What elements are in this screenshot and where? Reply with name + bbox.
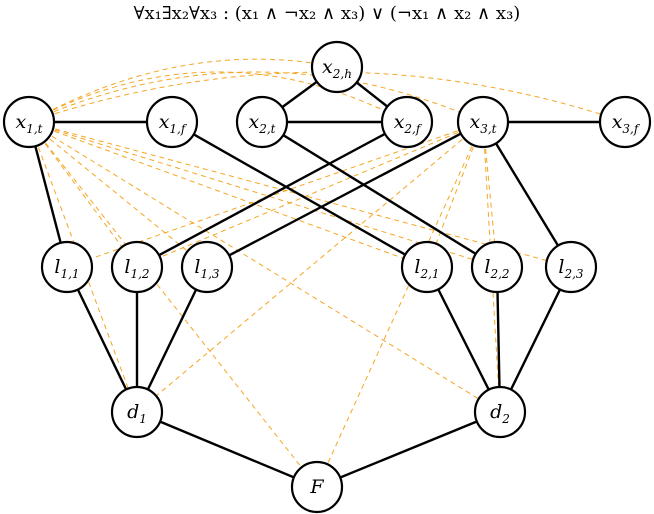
solid-edge-l11-d1 (65, 266, 139, 413)
node-x1f-label: x1,f (159, 111, 188, 136)
node-l13-circle (180, 240, 234, 294)
solid-edge-x3t-l13 (206, 120, 484, 269)
dashed-edge-x1t-l21 (28, 121, 428, 268)
node-l21-circle (400, 240, 454, 294)
node-l23: l2,3 (544, 240, 598, 294)
node-l11-label: l1,1 (54, 256, 79, 281)
node-F-label: F (309, 476, 324, 498)
node-d2: d2 (473, 385, 527, 439)
node-x3f-label: x3,f (612, 111, 641, 136)
dashed-edge-x1t-x2h (28, 58, 338, 123)
solid-edge-l21-d2 (425, 266, 502, 413)
node-l22-circle (470, 240, 524, 294)
node-l12: l1,2 (110, 240, 164, 294)
solid-edge-x2f-l12 (136, 120, 408, 269)
node-x2f-circle (380, 95, 434, 149)
node-l21-label: l2,1 (414, 256, 439, 281)
node-x3t: x3,t (456, 95, 510, 149)
node-l13-label: l1,3 (194, 256, 220, 281)
solid-edge-d1-F (136, 410, 318, 489)
node-x1t-label: x1,t (16, 111, 43, 136)
graph-nodes: x1,t x1,f x2,t x2,h x2,f x3,t x3,f l1,1 l1,2 l1,3… (2, 40, 652, 514)
node-l12-label: l1,2 (124, 256, 149, 281)
node-l23-label: l2,3 (558, 256, 584, 281)
node-l21: l2,1 (400, 240, 454, 294)
solid-edge-x1f-l21 (171, 120, 428, 269)
node-l11: l1,1 (40, 240, 94, 294)
node-F-circle (290, 460, 344, 514)
node-l22: l2,2 (470, 240, 524, 294)
node-l13: l1,3 (180, 240, 234, 294)
node-d2-label: d2 (490, 401, 510, 426)
node-d2-circle (473, 385, 527, 439)
solid-edge-x2t-l22 (261, 120, 498, 269)
dashed-edge-x1t-l12 (28, 121, 138, 268)
dashed-edge-x3t-d1 (136, 121, 484, 413)
node-x1t: x1,t (2, 95, 56, 149)
dashed-edge-x1t-F (28, 121, 318, 488)
dashed-edge-x1t-l13 (28, 121, 208, 268)
solid-edge-l13-d1 (135, 266, 209, 413)
node-F: F (290, 460, 344, 514)
solid-edge-d2-F (316, 410, 501, 489)
node-x2h-circle (310, 40, 364, 94)
node-d1-circle (110, 385, 164, 439)
solid-edge-x3t-l23 (481, 121, 573, 268)
node-l12-circle (110, 240, 164, 294)
dashed-edge-x1t-x3t (28, 71, 484, 123)
node-l23-circle (544, 240, 598, 294)
solid-edge-l23-d2 (498, 266, 573, 413)
node-x3f: x3,f (598, 95, 652, 149)
node-d1-label: d1 (127, 401, 147, 426)
node-x2f: x2,f (380, 95, 434, 149)
node-x2t-circle (235, 95, 289, 149)
node-d1: d1 (110, 385, 164, 439)
node-x2t-label: x2,t (249, 111, 276, 136)
node-x2f-label: x2,f (394, 111, 423, 136)
node-x3t-circle (456, 95, 510, 149)
formula-title: ∀x₁∃x₂∀x₃ : (x₁ ∧ ¬x₂ ∧ x₃) ∨ (¬x₁ ∧ x₂ … (134, 3, 521, 24)
node-x2t: x2,t (235, 95, 289, 149)
node-x1f: x1,f (145, 95, 199, 149)
node-l11-circle (40, 240, 94, 294)
dashed-edge-x1t-x2f (28, 71, 408, 123)
node-x2h-label: x2,h (322, 56, 352, 81)
node-x3t-label: x3,t (470, 111, 497, 136)
dashed-edge-x3t-F (316, 121, 484, 488)
node-x2h: x2,h (310, 40, 364, 94)
dashed-edge-x1t-d2 (28, 121, 501, 413)
node-x1t-circle (2, 95, 56, 149)
node-x1f-circle (145, 95, 199, 149)
node-x3f-circle (598, 95, 652, 149)
node-l22-label: l2,2 (484, 256, 509, 281)
